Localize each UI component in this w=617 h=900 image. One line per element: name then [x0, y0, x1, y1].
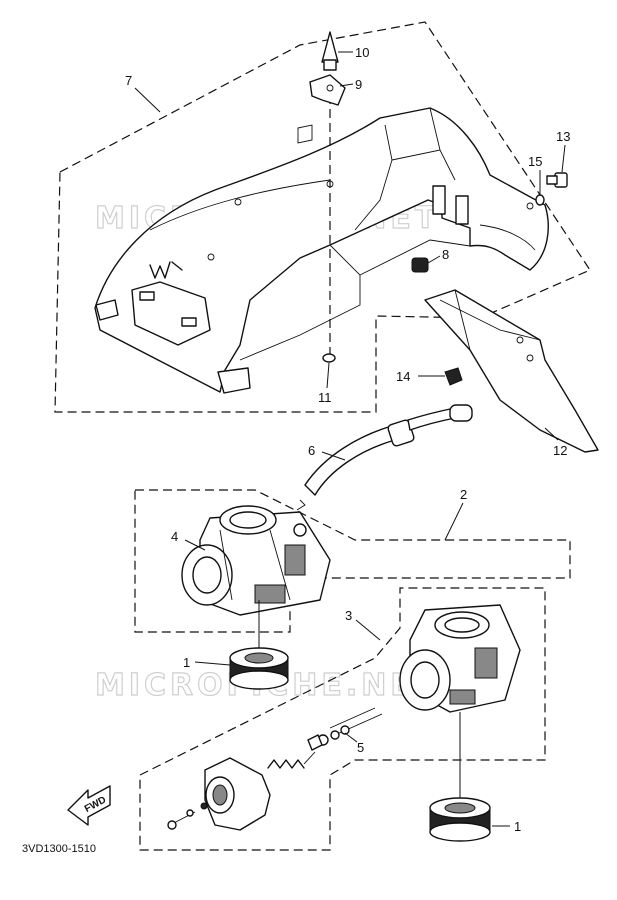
washer-15 [535, 194, 545, 206]
callout-4: 4 [171, 529, 178, 544]
leader-5 [344, 732, 358, 743]
grommet-8 [411, 257, 429, 273]
callout-12: 12 [553, 443, 567, 458]
callout-10: 10 [355, 45, 369, 60]
leader-1a [194, 661, 231, 666]
mudflap-12 [424, 289, 599, 453]
leader-2 [444, 502, 464, 541]
callout-13: 13 [556, 129, 570, 144]
carb-joint-1-upper [229, 647, 289, 690]
callout-2: 2 [460, 487, 467, 502]
diaphragm-housing [204, 757, 271, 831]
callout-9: 9 [355, 77, 362, 92]
carb-joint-1-lower [429, 797, 491, 842]
forward-direction-arrow: FWD [67, 785, 111, 826]
carburetor-group-boundary-3 [139, 587, 546, 851]
callout-3: 3 [345, 608, 352, 623]
leader-12 [544, 427, 559, 441]
parts-kit-5 [267, 707, 383, 769]
flange-nut-14 [444, 367, 463, 386]
bolt-13 [546, 172, 568, 188]
leader-8 [427, 255, 441, 264]
leader-7 [134, 87, 161, 113]
carburetor-group-boundary-2 [134, 489, 571, 633]
nut-11 [322, 353, 336, 363]
callout-8: 8 [442, 247, 449, 262]
callout-14: 14 [396, 369, 410, 384]
leader-9 [339, 83, 354, 87]
callout-1-lower: 1 [514, 819, 521, 834]
callout-15: 15 [528, 154, 542, 169]
leader-6 [321, 451, 346, 461]
rivet-10 [321, 31, 339, 71]
breather-hose-6 [296, 404, 473, 511]
screw-set [167, 802, 208, 830]
rear-fender [94, 107, 549, 394]
callout-7: 7 [125, 73, 132, 88]
callout-5: 5 [357, 740, 364, 755]
leader-13 [561, 144, 566, 173]
part-code: 3VD1300-1510 [22, 843, 96, 855]
carburetor-3 [399, 604, 521, 713]
leader-3 [355, 619, 381, 641]
leader-11 [326, 362, 330, 389]
clip-9 [309, 74, 346, 106]
leader-4 [184, 539, 206, 551]
callout-11: 11 [318, 390, 332, 405]
callout-1-upper: 1 [183, 655, 190, 670]
callout-6: 6 [308, 443, 315, 458]
carburetor-4 [181, 505, 331, 616]
